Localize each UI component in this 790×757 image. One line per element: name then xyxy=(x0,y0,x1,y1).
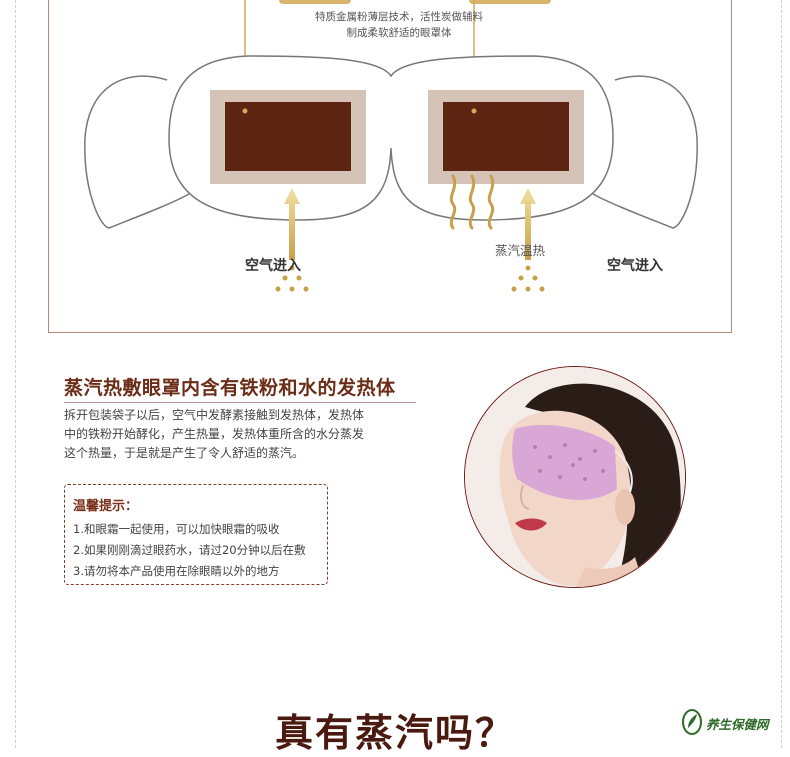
callout-tag-left xyxy=(279,0,351,4)
callout-tag-right xyxy=(469,0,551,4)
bottom-title: 真有蒸汽吗？ xyxy=(274,710,515,755)
diagram-frame: 特质金属粉薄层技术，活性炭做辅料 制成柔软舒适的眼罩体 空气进入 蒸汽温热 空气… xyxy=(48,0,732,333)
air-particles-left-icon xyxy=(275,265,309,292)
description-line-2: 中的铁粉开始酵化，产生热量，发热体重所含的水分蒸发 xyxy=(64,427,365,441)
callout-line-2: 制成柔软舒适的眼罩体 xyxy=(346,27,452,39)
section-heading: 蒸汽热敷眼罩内含有铁粉和水的发热体 xyxy=(64,377,396,399)
leaf-logo-icon xyxy=(682,709,702,735)
description-line-3: 这个热量，于是就是产生了令人舒适的蒸汽。 xyxy=(64,446,305,460)
watermark-text: 养生保健网 xyxy=(706,717,769,732)
watermark: 养生保健网 xyxy=(680,708,784,736)
tip-item: 1.和眼霜一起使用，可以加快眼霜的吸收 xyxy=(73,522,280,536)
heater-pad-right xyxy=(443,102,569,171)
heater-pad-left xyxy=(225,102,351,171)
strap-left xyxy=(84,75,190,229)
strap-right xyxy=(592,75,698,229)
tip-item: 3.请勿将本产品使用在除眼睛以外的地方 xyxy=(73,564,280,578)
description-line-1: 拆开包装袋子以后，空气中发酵素接触到发热体，发热体 xyxy=(64,408,365,422)
tips-title: 温馨提示： xyxy=(73,499,139,514)
model-illustration xyxy=(465,367,685,587)
air-particles-right-icon xyxy=(511,265,545,292)
label-air-in-right: 空气进入 xyxy=(607,258,663,274)
tips-box: 温馨提示： 1.和眼霜一起使用，可以加快眼霜的吸收 2.如果刚刚滴过眼药水，请过… xyxy=(64,484,328,585)
model-photo xyxy=(464,366,686,588)
steam-waves-icon xyxy=(449,174,495,230)
description: 拆开包装袋子以后，空气中发酵素接触到发热体，发热体 中的铁粉开始酵化，产生热量，… xyxy=(64,406,404,463)
air-arrow-right-icon xyxy=(520,188,536,260)
eye-mask-diagram xyxy=(84,0,698,292)
page-border-right xyxy=(781,0,782,748)
callout-line-1: 特质金属粉薄层技术，活性炭做辅料 xyxy=(315,11,483,23)
tip-item: 2.如果刚刚滴过眼药水，请过20分钟以后在敷 xyxy=(73,543,306,557)
diagram-callout: 特质金属粉薄层技术，活性炭做辅料 制成柔软舒适的眼罩体 xyxy=(289,9,509,41)
air-arrow-left-icon xyxy=(284,188,300,260)
label-air-in-left: 空气进入 xyxy=(245,258,301,274)
page-border-left xyxy=(15,0,16,748)
heading-divider xyxy=(64,402,416,403)
label-steam-warm: 蒸汽温热 xyxy=(495,243,546,258)
